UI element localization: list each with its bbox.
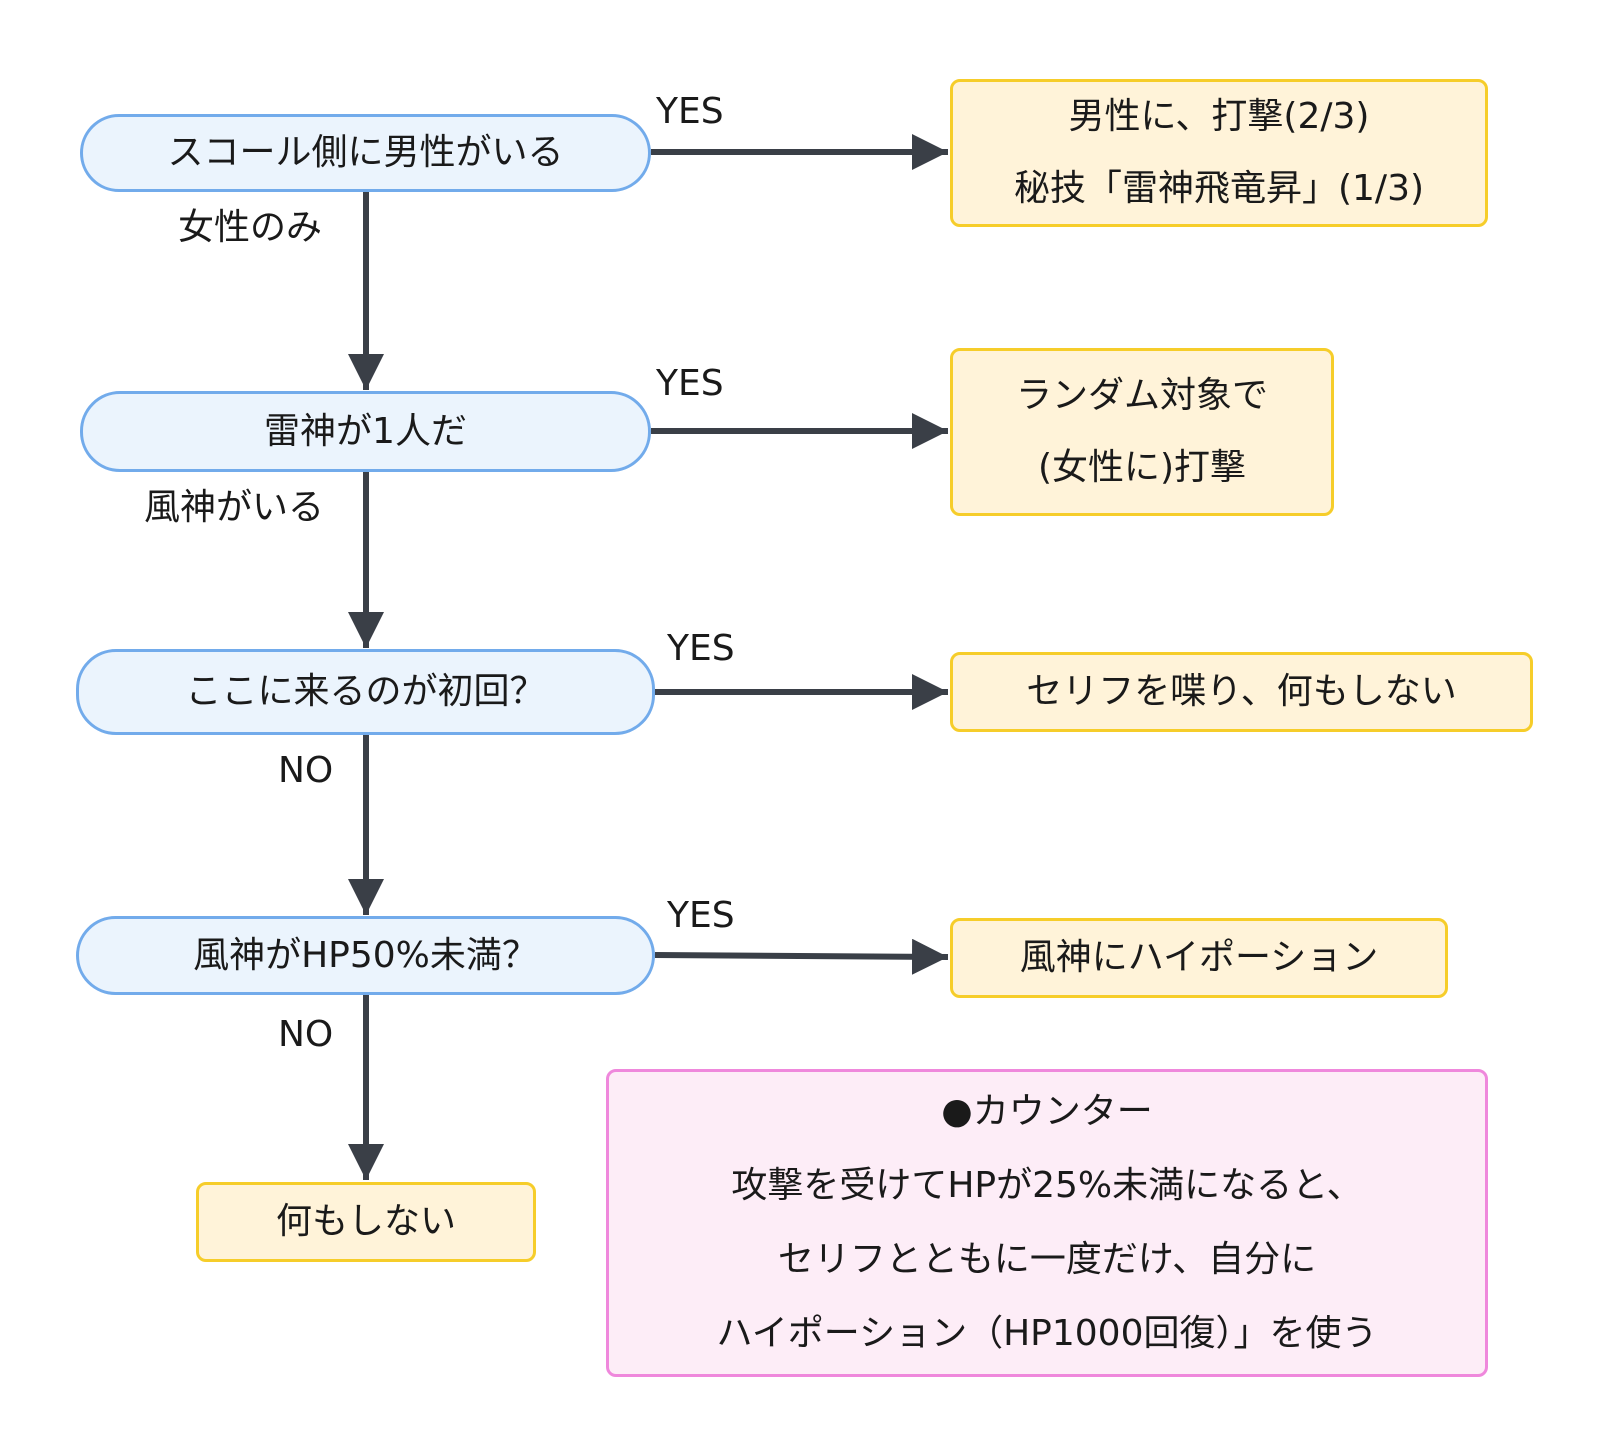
note-title: ●カウンター <box>941 1091 1153 1132</box>
action-text-line: 男性に、打撃(2/3) <box>1068 96 1370 137</box>
action-text-line: ランダム対象で <box>1015 375 1268 416</box>
action-random-target-attack: ランダム対象で (女性に)打撃 <box>950 348 1334 516</box>
edge-d4-to-a4 <box>654 938 949 975</box>
action-text-line: 何もしない <box>275 1201 456 1242</box>
edge-label-d3-yes: YES <box>667 628 735 669</box>
edge-label-d1-yes: YES <box>656 91 724 132</box>
note-line: セリフとともに一度だけ、自分に <box>777 1239 1317 1280</box>
counter-note: ●カウンター 攻撃を受けてHPが25%未満になると、 セリフとともに一度だけ、自… <box>606 1069 1488 1377</box>
action-hi-potion-to-fujin: 風神にハイポーション <box>950 918 1448 998</box>
edge-label-d2-no: 風神がいる <box>144 487 325 528</box>
edge-label-d4-no: NO <box>278 1014 334 1055</box>
decision-male-on-squall-side: スコール側に男性がいる <box>80 114 651 192</box>
note-line: ハイポーション（HP1000回復）」を使う <box>716 1313 1378 1354</box>
action-text-line: (女性に)打撃 <box>1037 447 1247 488</box>
action-text-line: 風神にハイポーション <box>1019 937 1379 978</box>
decision-first-visit: ここに来るのが初回？ <box>76 649 655 735</box>
action-speak-do-nothing: セリフを喋り、何もしない <box>950 652 1533 732</box>
action-attack-male-or-secret-art: 男性に、打撃(2/3) 秘技「雷神飛竜昇」(1/3) <box>950 79 1488 227</box>
note-line: 攻撃を受けてHPが25%未満になると、 <box>731 1165 1363 1206</box>
edge-label-d4-yes: YES <box>667 895 735 936</box>
decision-text: ここに来るのが初回？ <box>185 671 546 712</box>
decision-single-raijin: 雷神が1人だ <box>80 391 651 472</box>
action-text-line: 秘技「雷神飛竜昇」(1/3) <box>1013 168 1425 209</box>
decision-text: スコール側に男性がいる <box>167 132 564 173</box>
action-do-nothing: 何もしない <box>196 1182 536 1262</box>
decision-text: 風神がHP50%未満？ <box>193 934 538 976</box>
edge-label-d1-no: 女性のみ <box>178 207 323 248</box>
edge-label-d3-no: NO <box>278 750 334 791</box>
action-text-line: セリフを喋り、何もしない <box>1026 671 1457 712</box>
decision-fujin-hp-below-50: 風神がHP50%未満？ <box>76 916 655 995</box>
edge-label-d2-yes: YES <box>656 363 724 404</box>
decision-text: 雷神が1人だ <box>264 410 467 452</box>
